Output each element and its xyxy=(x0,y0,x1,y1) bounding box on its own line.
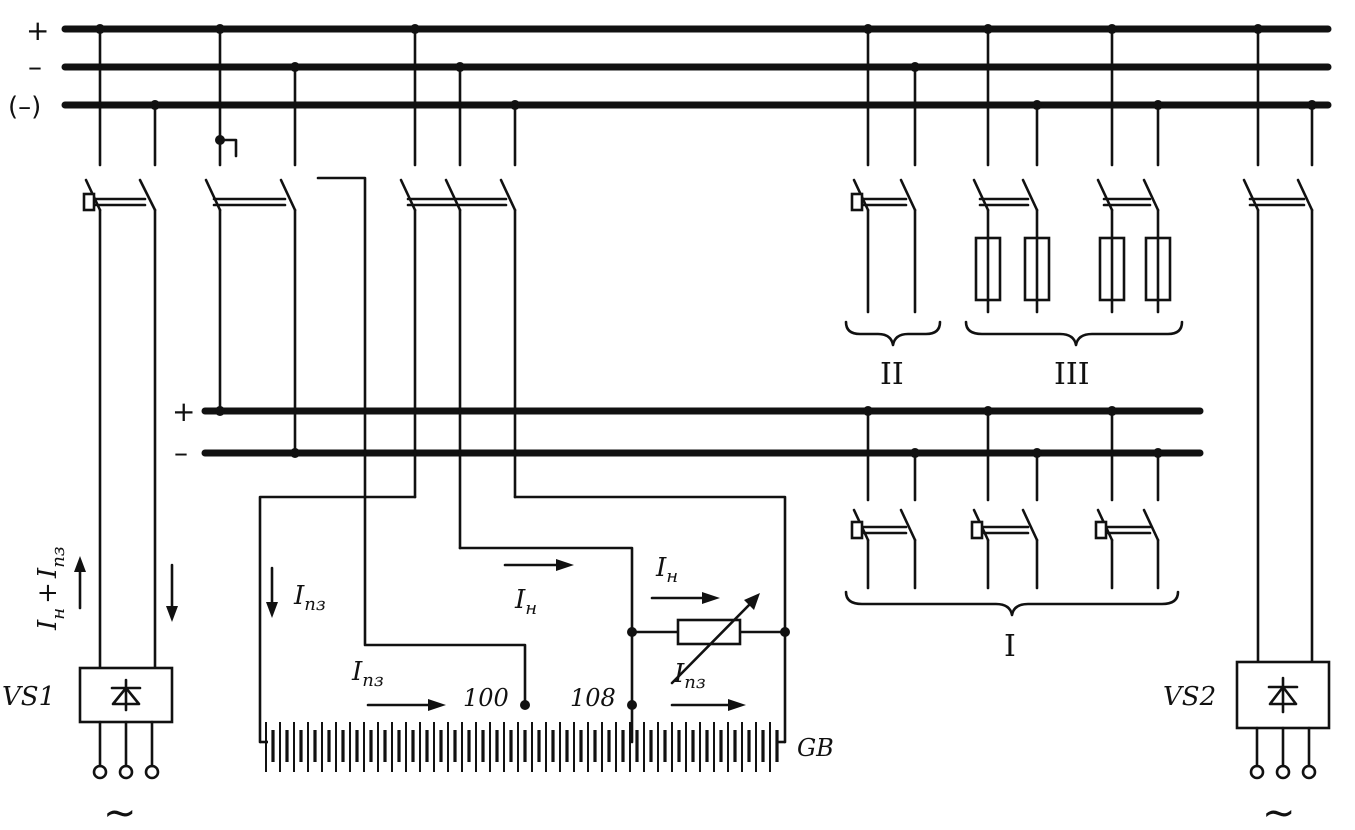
battery-double-switch xyxy=(399,24,520,550)
vs1-down-arrow xyxy=(166,563,178,622)
rheostat-load-current-arrow xyxy=(650,592,720,604)
rheostat-adjust-arrow-icon xyxy=(670,593,760,685)
vs1-total-current-label: Iн+Iпз xyxy=(33,546,69,631)
load-current-label: Iн xyxy=(514,585,537,619)
main-plus-label: + xyxy=(26,14,49,47)
tap-100-label: 100 xyxy=(463,684,509,712)
tap-100-lead xyxy=(316,176,527,707)
rectifier-vs2-diode-icon xyxy=(1267,676,1299,714)
group-2-switch xyxy=(850,24,920,314)
battery-minus-lead xyxy=(513,495,787,744)
rectifier-vs1-diode-icon xyxy=(110,678,142,712)
vs1-up-arrow xyxy=(74,556,86,610)
sub-minus-label: – xyxy=(174,436,188,469)
rectifier-vs2-ac-terminals xyxy=(1249,726,1317,780)
rheostat-load-current-label: Iн xyxy=(655,553,678,587)
ac-symbol-right: ~ xyxy=(1262,790,1296,830)
group-1-switch-b xyxy=(970,406,1042,590)
main-aux-label: (–) xyxy=(8,92,41,122)
group-3-switch-a xyxy=(972,24,1051,314)
battery-plus-lead xyxy=(258,495,417,744)
rheostat-charge-current-label: Iпз xyxy=(673,659,706,693)
group-3-switch-b xyxy=(1096,24,1172,314)
tap-108-junction xyxy=(627,700,637,710)
tap-108-lead xyxy=(458,546,634,744)
charge-current-left-arrow xyxy=(266,566,278,618)
rectifier-vs1-ac-terminals xyxy=(92,720,160,780)
main-minus-label: – xyxy=(28,50,42,83)
rectifier-vs1-feeder xyxy=(82,24,160,670)
group-1-label: I xyxy=(1004,629,1016,664)
tap-100-junction xyxy=(520,700,530,710)
group-3-label: III xyxy=(1054,357,1090,392)
rectifier-vs2-feeder xyxy=(1242,24,1317,664)
charge-current-bottom-arrow xyxy=(366,699,446,711)
rheostat-charge-current-arrow xyxy=(670,699,746,711)
svg-text:Iн+Iпз: Iн+Iпз xyxy=(33,546,69,631)
charge-current-bottom-label: Iпз xyxy=(351,657,384,691)
group-1-switch-c xyxy=(1094,406,1163,590)
group-1-switch-a xyxy=(850,406,920,590)
group-1-brace xyxy=(844,590,1180,617)
load-current-arrow xyxy=(503,559,574,571)
sub-bus-feeder-switch xyxy=(204,24,300,458)
battery-label: GB xyxy=(797,734,834,762)
rectifier-vs1-label: VS1 xyxy=(2,682,55,712)
tap-108-label: 108 xyxy=(570,684,616,712)
sub-plus-label: + xyxy=(172,395,195,428)
rectifier-vs2-label: VS2 xyxy=(1163,682,1216,712)
group-3-brace xyxy=(964,320,1184,347)
group-2-label: II xyxy=(880,357,904,392)
charge-current-left-label: Iпз xyxy=(293,581,326,615)
battery-gb xyxy=(260,722,785,772)
group-2-brace xyxy=(844,320,942,347)
ac-symbol-left: ~ xyxy=(103,790,137,830)
